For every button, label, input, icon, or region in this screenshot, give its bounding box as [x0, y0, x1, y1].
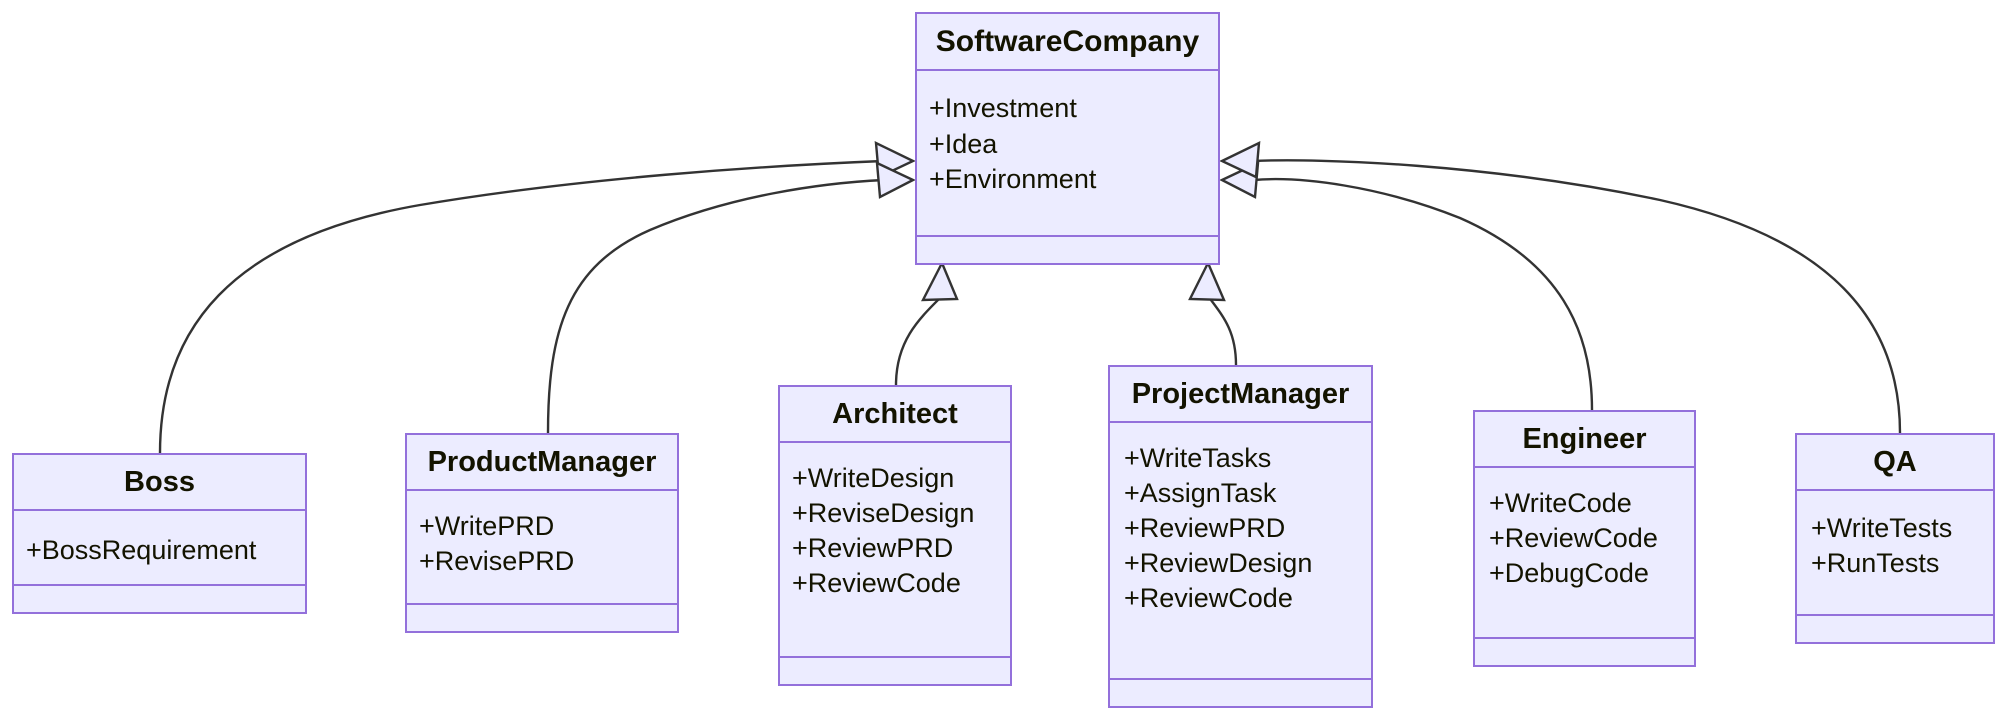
arrowhead-inheritance-productmanager [875, 161, 916, 199]
class-attributes-architect: +WriteDesign +ReviseDesign +ReviewPRD +R… [780, 443, 1010, 658]
class-attribute: +RevisePRD [419, 546, 575, 577]
class-attribute: +DebugCode [1489, 558, 1649, 589]
class-attribute: +WriteTests [1811, 513, 1953, 543]
class-attributes-engineer: +WriteCode +ReviewCode +DebugCode [1475, 468, 1694, 639]
class-attributes-softwarecompany: +Investment +Idea +Environment [917, 71, 1218, 237]
class-attribute: +RunTests [1811, 548, 1940, 579]
class-attribute: +ReviewCode [792, 568, 961, 599]
class-methods-qa [1797, 616, 1993, 642]
edge-boss-to-softwarecompany [158, 159, 885, 455]
class-methods-productmanager [407, 605, 677, 631]
arrowhead-inheritance-qa [1219, 140, 1261, 179]
class-attribute: +Investment [929, 93, 1077, 123]
class-attribute: +ReviewDesign [1124, 548, 1313, 579]
class-attribute: +ReviewCode [1124, 583, 1293, 614]
class-methods-softwarecompany [917, 237, 1218, 263]
class-box-architect[interactable]: Architect +WriteDesign +ReviseDesign +Re… [778, 385, 1012, 686]
class-title-boss: Boss [14, 455, 305, 511]
class-attributes-projectmanager: +WriteTasks +AssignTask +ReviewPRD +Revi… [1110, 423, 1371, 680]
class-attribute: +ReviewPRD [792, 533, 954, 564]
class-title-architect: Architect [780, 387, 1010, 443]
class-methods-boss [14, 586, 305, 612]
class-attributes-qa: +WriteTests +RunTests [1797, 491, 1993, 616]
class-box-qa[interactable]: QA +WriteTests +RunTests [1795, 433, 1995, 644]
class-attribute: +AssignTask [1124, 478, 1277, 509]
arrowhead-inheritance-architect [921, 260, 959, 302]
class-methods-architect [780, 658, 1010, 684]
class-attribute: +ReviseDesign [792, 498, 975, 529]
class-title-productmanager: ProductManager [407, 435, 677, 491]
class-box-projectmanager[interactable]: ProjectManager +WriteTasks +AssignTask +… [1108, 365, 1373, 708]
class-box-boss[interactable]: Boss +BossRequirement [12, 453, 307, 614]
class-title-projectmanager: ProjectManager [1110, 367, 1371, 423]
class-attribute: +WriteCode [1489, 488, 1632, 518]
class-title-engineer: Engineer [1475, 412, 1694, 468]
class-title-qa: QA [1797, 435, 1993, 491]
class-attributes-boss: +BossRequirement [14, 511, 305, 587]
arrowhead-inheritance-projectmanager [1188, 260, 1226, 302]
class-box-engineer[interactable]: Engineer +WriteCode +ReviewCode +DebugCo… [1473, 410, 1696, 667]
class-attribute: +Idea [929, 128, 998, 159]
class-attribute: +BossRequirement [26, 535, 257, 565]
arrowhead-inheritance-boss [874, 140, 916, 179]
class-title-softwarecompany: SoftwareCompany [917, 14, 1218, 71]
class-methods-projectmanager [1110, 680, 1371, 706]
class-attribute: +Environment [929, 164, 1097, 195]
class-box-productmanager[interactable]: ProductManager +WritePRD +RevisePRD [405, 433, 679, 633]
arrowhead-inheritance-engineer [1219, 161, 1260, 199]
edge-projectmanager-to-softwarecompany [1206, 294, 1238, 367]
class-attribute: +WritePRD [419, 511, 555, 541]
class-attribute: +WriteDesign [792, 463, 955, 493]
class-attribute: +WriteTasks [1124, 443, 1272, 473]
class-attributes-productmanager: +WritePRD +RevisePRD [407, 491, 677, 605]
class-attribute: +ReviewCode [1489, 523, 1658, 554]
edge-architect-to-softwarecompany [894, 294, 944, 387]
class-box-softwarecompany[interactable]: SoftwareCompany +Investment +Idea +Envir… [915, 12, 1220, 265]
class-attribute: +ReviewPRD [1124, 513, 1286, 544]
class-methods-engineer [1475, 639, 1694, 665]
